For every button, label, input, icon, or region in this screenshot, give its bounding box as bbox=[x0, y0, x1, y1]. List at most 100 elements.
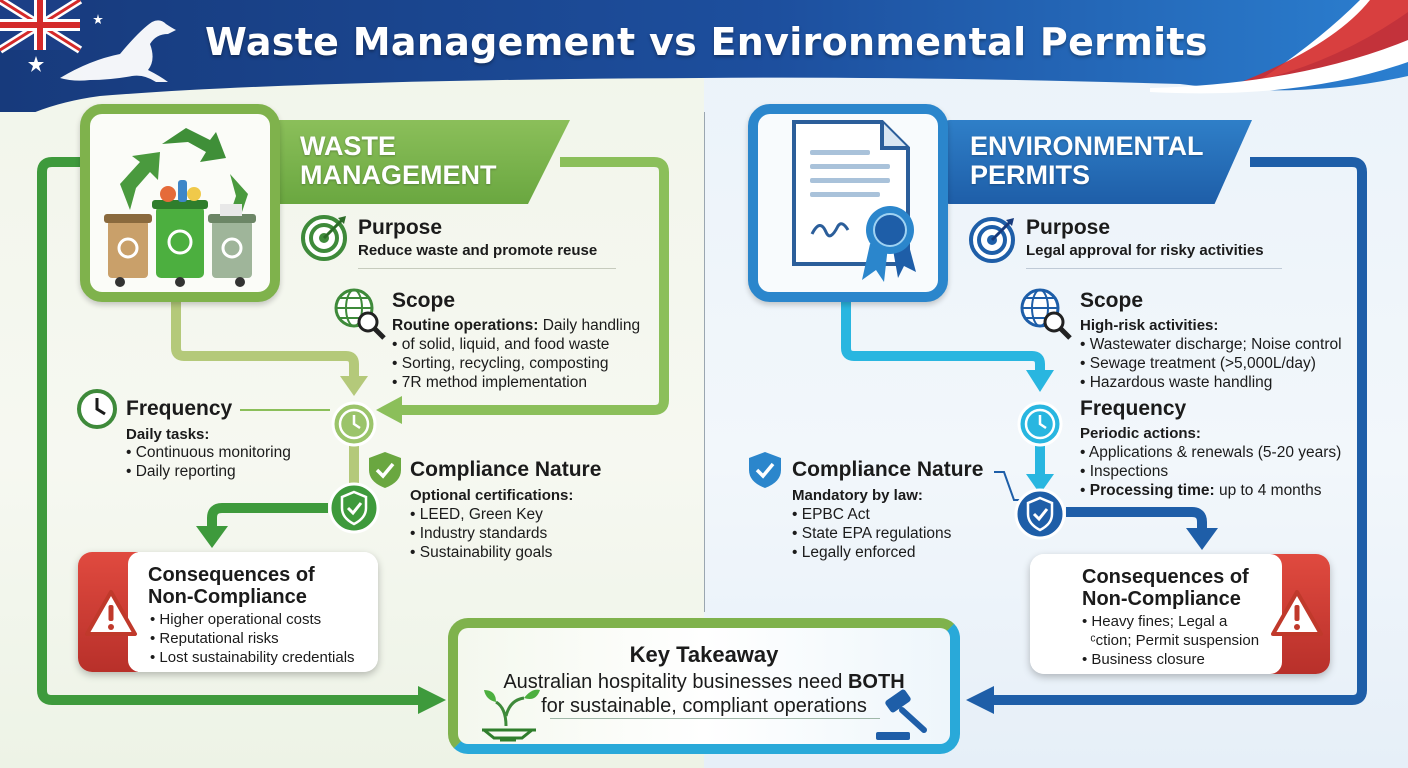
waste-scope-heading: Scope bbox=[392, 289, 456, 312]
waste-consequences-list: Higher operational costs Reputational ri… bbox=[150, 610, 355, 667]
list-item: Legally enforced bbox=[792, 543, 951, 562]
waste-consequences-content: Consequences of Non-Compliance Higher op… bbox=[128, 552, 378, 672]
list-item: Hazardous waste handling bbox=[1080, 373, 1342, 392]
header: Waste Management vs Environmental Permit… bbox=[0, 0, 1408, 112]
permit-consequences-box: Consequences of Non-Compliance • Heavy f… bbox=[1030, 554, 1330, 674]
waste-scope-lead-bold: Routine operations: bbox=[392, 317, 539, 334]
permit-purpose-heading: Purpose bbox=[1026, 216, 1111, 239]
waste-compliance-list: LEED, Green Key Industry standards Susta… bbox=[410, 505, 553, 562]
waste-purpose-text: Reduce waste and promote reuse bbox=[358, 242, 598, 259]
permit-scope-list: Wastewater discharge; Noise control Sewa… bbox=[1080, 335, 1342, 392]
key-takeaway-line-1-pre: Australian hospitality businesses need bbox=[503, 671, 848, 693]
waste-consequences-box: Consequences of Non-Compliance Higher op… bbox=[78, 552, 378, 672]
waste-compliance-heading: Compliance Nature bbox=[410, 458, 602, 481]
permit-banner-line-1: ENVIRONMENTAL bbox=[970, 131, 1204, 161]
permit-scope-heading: Scope bbox=[1080, 289, 1144, 312]
list-item: of solid, liquid, and food waste bbox=[392, 335, 610, 354]
australian-flag-kangaroo-icon bbox=[0, 0, 176, 82]
waste-top-right-connector bbox=[400, 157, 669, 415]
waste-consequences-title-line-2: Non-Compliance bbox=[148, 586, 307, 608]
warning-triangle-icon bbox=[1271, 590, 1323, 636]
key-takeaway-underline bbox=[550, 718, 880, 719]
key-takeaway-text: Australian hospitality businesses need B… bbox=[458, 670, 950, 718]
permit-consequence-2: ᶜction; Permit suspension bbox=[1090, 632, 1260, 649]
waste-banner-line-2: MANAGEMENT bbox=[300, 160, 497, 190]
waste-scope-list: of solid, liquid, and food waste Sorting… bbox=[392, 335, 610, 392]
list-item: Sustainability goals bbox=[410, 543, 553, 562]
compliance-line bbox=[994, 471, 1022, 501]
permit-shield-connector bbox=[1066, 507, 1207, 530]
permit-processing-rest: up to 4 months bbox=[1214, 482, 1322, 499]
list-item: 7R method implementation bbox=[392, 373, 609, 392]
permit-compliance-sub: Mandatory by law: bbox=[792, 487, 923, 504]
balance-scale-plant-icon bbox=[482, 689, 540, 742]
permit-card-arrowhead bbox=[1026, 370, 1054, 392]
permit-outer-connector bbox=[992, 157, 1367, 705]
waste-purpose-divider bbox=[358, 268, 616, 269]
permit-card-connector bbox=[841, 300, 1045, 372]
list-item: LEED, Green Key bbox=[410, 505, 552, 524]
list-item: Industry standards bbox=[410, 524, 552, 543]
permit-consequences-title-line-2: Non-Compliance bbox=[1082, 588, 1241, 610]
permit-consequences-title-line-1: Consequences of bbox=[1082, 566, 1249, 588]
permit-purpose-divider bbox=[1026, 268, 1282, 269]
clock-icon bbox=[331, 401, 377, 447]
clock-icon bbox=[77, 389, 117, 429]
list-item: Reputational risks bbox=[150, 629, 355, 648]
permit-consequence-3: Business closure bbox=[1091, 651, 1205, 668]
waste-frequency-sub: Daily tasks: bbox=[126, 426, 210, 443]
clock-icon bbox=[1017, 401, 1063, 447]
shield-check-icon bbox=[1014, 488, 1066, 540]
waste-outer-connector bbox=[37, 157, 420, 705]
waste-card-arrowhead bbox=[340, 376, 368, 396]
list-item: Lost sustainability credentials bbox=[150, 648, 354, 667]
waste-scope-lead-rest: Daily handling bbox=[538, 317, 641, 334]
environmental-permits-banner: ENVIRONMENTAL PERMITS bbox=[940, 120, 1252, 204]
list-item: Daily reporting bbox=[126, 462, 291, 481]
key-takeaway-both: BOTH bbox=[847, 671, 905, 693]
waste-image-card bbox=[80, 104, 280, 302]
permit-scope-sub: High-risk activities: bbox=[1080, 317, 1219, 334]
center-divider bbox=[704, 112, 705, 612]
waste-management-banner: WASTE MANAGEMENT bbox=[270, 120, 570, 204]
permit-consequences-title: Consequences of Non-Compliance bbox=[1082, 566, 1249, 610]
waste-scope-lead: Routine operations: Daily handling bbox=[392, 316, 640, 335]
list-item: Sewage treatment (>5,000L/day) bbox=[1080, 354, 1342, 373]
waste-banner-line-1: WASTE bbox=[300, 131, 397, 161]
list-item: • Business closure bbox=[1082, 651, 1205, 668]
waste-frequency-heading: Frequency bbox=[126, 397, 233, 420]
key-takeaway-box: Key Takeaway Australian hospitality busi… bbox=[448, 618, 960, 754]
list-item: Applications & renewals (5-20 years) bbox=[1080, 443, 1341, 462]
key-takeaway-line-1: Australian hospitality businesses need B… bbox=[458, 670, 950, 694]
list-item: ᶜction; Permit suspension bbox=[1082, 631, 1259, 650]
globe-magnifier-icon bbox=[1020, 288, 1072, 340]
waste-shield-connector bbox=[207, 503, 328, 528]
permit-outer-arrowhead bbox=[966, 686, 994, 714]
flag-stripes-icon bbox=[1150, 0, 1408, 94]
permit-consequence-1: Heavy fines; Legal a bbox=[1091, 613, 1228, 630]
permit-compliance-list: EPBC Act State EPA regulations Legally e… bbox=[792, 505, 952, 562]
waste-card-connector bbox=[171, 300, 359, 378]
permit-clock-shield-arrowhead bbox=[1026, 474, 1054, 494]
list-item: State EPA regulations bbox=[792, 524, 952, 543]
waste-consequences-title-line-1: Consequences of bbox=[148, 564, 315, 586]
target-icon bbox=[301, 215, 347, 261]
permit-frequency-heading: Frequency bbox=[1080, 397, 1187, 420]
permit-frequency-sub: Periodic actions: bbox=[1080, 425, 1201, 442]
page-title: Waste Management vs Environmental Permit… bbox=[205, 20, 1208, 64]
list-item: Higher operational costs bbox=[150, 610, 355, 629]
waste-compliance-sub: Optional certifications: bbox=[410, 487, 574, 504]
list-item: Processing time: up to 4 months bbox=[1080, 481, 1341, 500]
list-item: EPBC Act bbox=[792, 505, 951, 524]
permit-banner-line-2: PERMITS bbox=[970, 160, 1091, 190]
permit-purpose-text: Legal approval for risky activities bbox=[1026, 242, 1264, 259]
key-takeaway-line-2: for sustainable, compliant operations bbox=[541, 695, 867, 717]
shield-check-icon bbox=[328, 482, 380, 534]
list-item: • Heavy fines; Legal a bbox=[1082, 613, 1228, 630]
recycling-bins-icon bbox=[104, 128, 256, 287]
permit-consequences-list: • Heavy fines; Legal a ᶜction; Permit su… bbox=[1082, 612, 1259, 669]
waste-frequency-list: Continuous monitoring Daily reporting bbox=[126, 443, 291, 481]
permit-frequency-list: Applications & renewals (5-20 years) Ins… bbox=[1080, 443, 1341, 500]
permit-compliance-heading: Compliance Nature bbox=[792, 458, 984, 481]
